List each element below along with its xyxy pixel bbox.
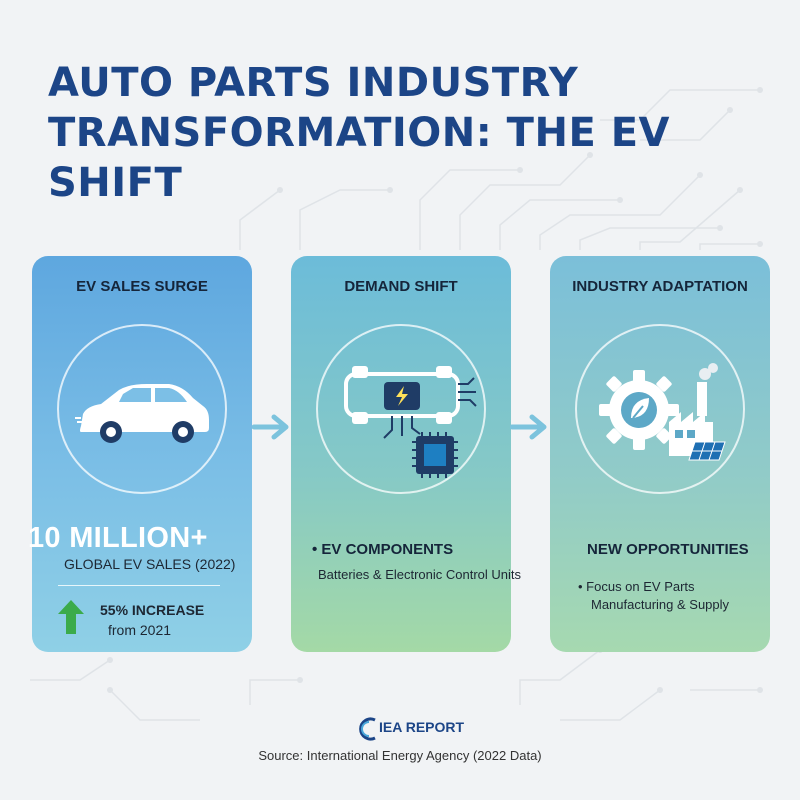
gear-factory-solar-icon	[575, 324, 745, 494]
flow-arrow-icon	[252, 414, 289, 440]
components-heading: • EV COMPONENTS	[312, 541, 454, 558]
iea-logo-icon	[359, 717, 376, 741]
flow-arrow-icon	[510, 414, 547, 440]
iea-report-label: IEA REPORT	[379, 719, 465, 735]
opportunities-bullet-1: • Focus on EV Parts	[578, 579, 695, 594]
divider	[58, 585, 220, 586]
page-title: AUTO PARTS INDUSTRY TRANSFORMATION: THE …	[48, 60, 670, 206]
increase-arrow-icon	[58, 600, 84, 634]
opportunities-heading: NEW OPPORTUNITIES	[587, 541, 749, 558]
ev-sales-value: 10 MILLION+	[28, 522, 208, 554]
ev-chassis-chip-icon	[316, 324, 486, 494]
ev-sales-label: GLOBAL EV SALES (2022)	[64, 556, 236, 572]
increase-period: from 2021	[108, 622, 172, 638]
demand-shift-card: DEMAND SHIFT	[291, 256, 511, 652]
ev-sales-surge-card: EV SALES SURGE	[32, 256, 252, 652]
card-title: INDUSTRY ADAPTATION	[572, 278, 748, 295]
source-citation: Source: International Energy Agency (202…	[258, 748, 542, 763]
card-title: DEMAND SHIFT	[344, 278, 458, 295]
opportunities-bullet-2: Manufacturing & Supply	[591, 597, 730, 612]
components-bullet: Batteries & Electronic Control Units	[318, 567, 522, 582]
increase-value: 55% INCREASE	[100, 602, 205, 618]
industry-adaptation-card: INDUSTRY ADAPTATION	[550, 256, 770, 652]
card-title: EV SALES SURGE	[76, 278, 208, 295]
electric-car-icon	[57, 324, 227, 494]
